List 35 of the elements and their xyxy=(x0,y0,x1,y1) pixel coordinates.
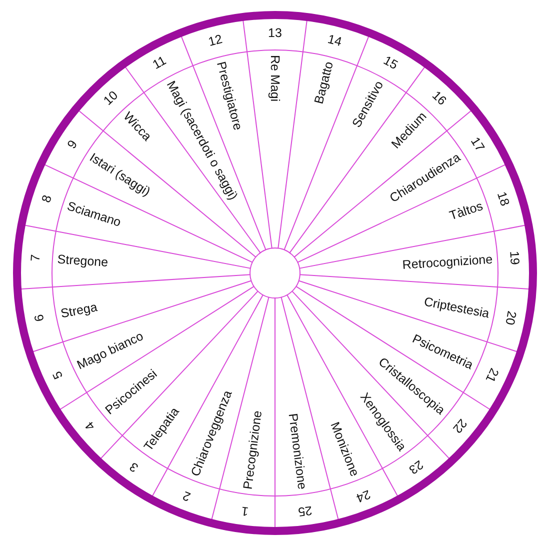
segment-number: 21 xyxy=(482,366,502,384)
segment-number: 5 xyxy=(50,369,66,382)
segment-number: 9 xyxy=(64,138,80,152)
segment-number: 22 xyxy=(450,416,470,436)
segment-label: Retrocognizione xyxy=(402,252,493,272)
segment-number: 11 xyxy=(150,53,168,72)
segment-label: Mago bianco xyxy=(74,329,146,372)
segment-number: 12 xyxy=(206,32,224,50)
segment-number: 24 xyxy=(354,487,372,506)
segment-number: 8 xyxy=(39,193,54,204)
segment-number: 3 xyxy=(127,459,141,475)
segment-number: 20 xyxy=(502,310,519,326)
segment-label: Bagatto xyxy=(312,60,336,106)
segment-number: 15 xyxy=(381,53,400,72)
segment-label: Stregone xyxy=(57,252,108,270)
segment-number: 1 xyxy=(240,504,250,518)
segment-label: Criptestesia xyxy=(423,294,490,321)
segment-number: 6 xyxy=(32,313,47,323)
segment-number: 25 xyxy=(297,503,313,519)
segment-number: 14 xyxy=(326,32,344,50)
segment-label: Tàltos xyxy=(448,198,484,223)
segment-number: 16 xyxy=(429,88,450,108)
segment-number: 7 xyxy=(28,254,43,262)
segment-label: Strega xyxy=(60,300,98,321)
segment-number: 19 xyxy=(507,250,522,266)
segment-label: Re Magi xyxy=(268,55,282,102)
segment-label: Precognizione xyxy=(240,410,265,490)
segment-number: 23 xyxy=(406,457,426,477)
segment-number: 18 xyxy=(494,190,512,208)
segment-label: Premonizione xyxy=(286,412,310,490)
segment-number: 17 xyxy=(468,134,488,154)
segment-number: 10 xyxy=(100,88,121,108)
segment-number: 2 xyxy=(180,488,192,504)
segment-number: 13 xyxy=(268,26,282,40)
segment-number: 4 xyxy=(82,418,98,434)
